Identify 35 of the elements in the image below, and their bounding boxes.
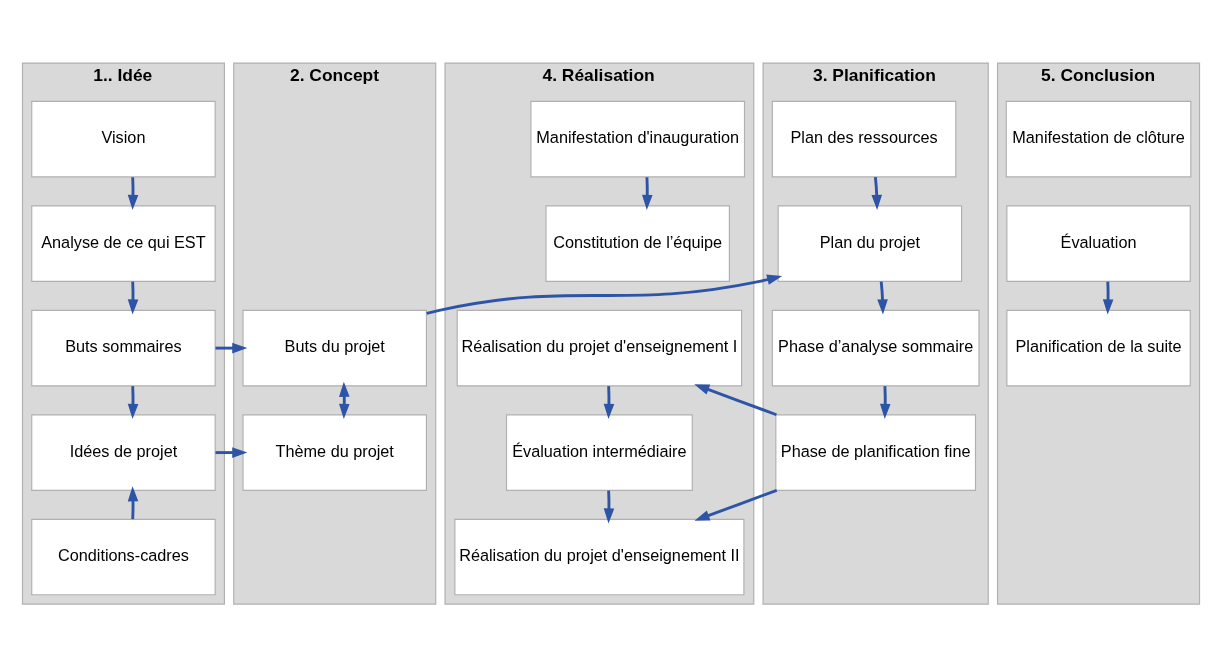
node-box: Réalisation du projet d'enseignement II xyxy=(454,518,745,595)
node-box: Idées de projet xyxy=(31,413,216,491)
node-box: Analyse de ce qui EST xyxy=(31,204,216,282)
arrow xyxy=(694,488,778,521)
node-box: Buts du projet xyxy=(242,309,427,386)
arrow xyxy=(127,176,139,210)
node-box: Vision xyxy=(31,100,216,177)
arrow xyxy=(127,485,139,519)
node-box: Réalisation du projet d'enseignement I xyxy=(456,309,743,386)
arrow xyxy=(603,490,615,523)
arrow xyxy=(871,176,883,210)
node-box: Buts sommaires xyxy=(31,309,216,386)
node-box: Phase de planification fine xyxy=(775,413,977,491)
arrow xyxy=(215,342,248,353)
node-box: Conditions-cadres xyxy=(31,518,216,595)
node-box: Évaluation intermédiaire xyxy=(505,413,693,491)
arrow xyxy=(426,273,783,315)
node-box: Thème du projet xyxy=(242,413,427,491)
arrow xyxy=(642,176,653,210)
arrow xyxy=(877,281,888,314)
node-box: Phase d’analyse sommaire xyxy=(771,309,980,386)
arrow xyxy=(127,281,139,314)
node-box: Évaluation xyxy=(1006,204,1191,282)
arrow xyxy=(215,446,248,458)
node-box: Planification de la suite xyxy=(1006,309,1191,386)
node-box: Manifestation de clôture xyxy=(1005,100,1192,177)
arrow xyxy=(879,385,891,419)
arrow xyxy=(127,385,139,419)
arrow xyxy=(1102,281,1114,314)
arrow xyxy=(603,385,615,419)
node-box: Plan des ressources xyxy=(771,100,957,177)
arrow xyxy=(694,383,777,416)
node-box: Constitution de l’équipe xyxy=(545,204,730,282)
node-box: Plan du projet xyxy=(777,204,963,282)
node-box: Manifestation d'inauguration xyxy=(530,100,746,177)
